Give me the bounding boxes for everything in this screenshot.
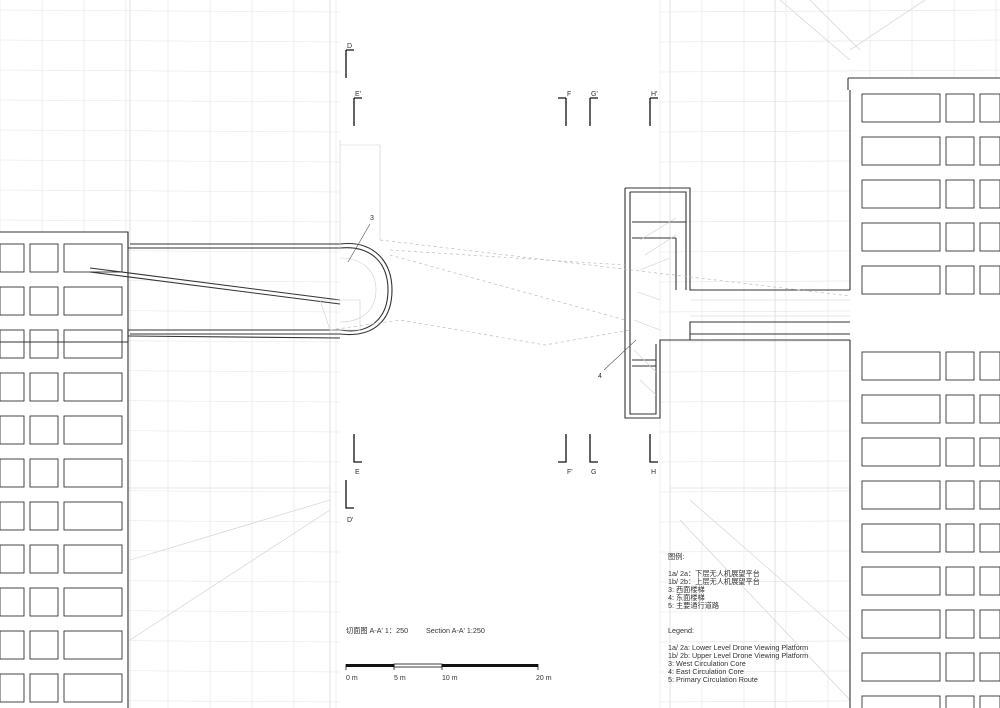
section-mark-mark-f-top: F [558,91,571,126]
legend-cn-1: 1a/ 2a：下层无人机展望平台 [668,569,760,578]
legend: 图例: 1a/ 2a：下层无人机展望平台 1b/ 2b：上层无人机展望平台 3:… [668,552,808,684]
section-mark-mark-e-bottom: E [353,434,362,476]
section-mark-label: H' [651,91,657,98]
callout-east-core: 4 [598,339,637,380]
drawing-title: 切面图 A-A' 1：250 Section A-A' 1:250 [346,626,485,635]
section-mark-label: E [355,469,360,476]
left-building-section [0,231,129,708]
legend-cn-4: 4: 东面楼梯 [668,593,705,602]
section-mark-mark-d-top: D [345,43,354,78]
section-mark-mark-g-bottom: G [589,434,598,476]
title-chinese: 切面图 A-A' 1：250 [346,626,408,635]
scale-tick-0: 0 m [346,675,358,682]
section-mark-label: G [591,469,596,476]
legend-en-4: 4: East Circulation Core [668,667,744,676]
section-mark-label: F [567,91,571,98]
legend-heading-en: Legend: [668,626,694,635]
callout-label-4: 4 [598,373,602,380]
section-mark-label: F' [567,469,573,476]
legend-cn-2: 1b/ 2b：上层无人机展望平台 [668,577,760,586]
east-circulation-core [624,187,850,419]
section-mark-label: E' [355,91,361,98]
legend-heading-cn: 图例: [668,552,684,561]
section-mark-mark-d-bottom: D' [345,480,354,524]
section-mark-mark-h-bottom: H [649,434,658,476]
primary-circulation-route [329,239,851,346]
section-mark-label: D' [347,517,353,524]
callout-west-core: 3 [347,215,374,263]
section-mark-mark-e-top: E' [353,91,362,126]
section-mark-mark-f-bottom: F' [558,434,573,476]
legend-en-2: 1b/ 2b: Upper Level Drone Viewing Platfo… [668,651,808,660]
section-cut-marks: D E' F G' H' E F' G H D' [345,43,658,524]
legend-en-3: 3: West Circulation Core [668,659,746,668]
legend-en-1: 1a/ 2a: Lower Level Drone Viewing Platfo… [668,643,808,652]
scale-tick-10: 10 m [442,675,458,682]
legend-cn-3: 3: 西面楼梯 [668,585,705,594]
scale-seg-2 [393,663,443,668]
section-mark-label: H [651,469,656,476]
legend-en-5: 5: Primary Circulation Route [668,675,758,684]
section-mark-mark-g-top: G' [589,91,598,126]
scale-tick-5: 5 m [394,675,406,682]
section-mark-label: G' [591,91,598,98]
west-viewing-platform [0,140,393,343]
legend-cn-5: 5: 主要通行道路 [668,601,719,610]
section-mark-label: D [347,43,352,50]
section-mark-mark-h-top: H' [649,91,658,126]
scale-tick-20: 20 m [536,675,552,682]
scale-bar: 0 m 5 m 10 m 20 m [345,663,552,682]
background-vertical-lines [129,0,776,708]
callout-label-3: 3 [370,215,374,222]
scale-seg-1 [346,664,394,667]
title-english: Section A-A' 1:250 [426,626,485,635]
scale-seg-3 [442,664,538,667]
right-building-section [847,77,1000,708]
diagonal-braces [0,0,926,701]
